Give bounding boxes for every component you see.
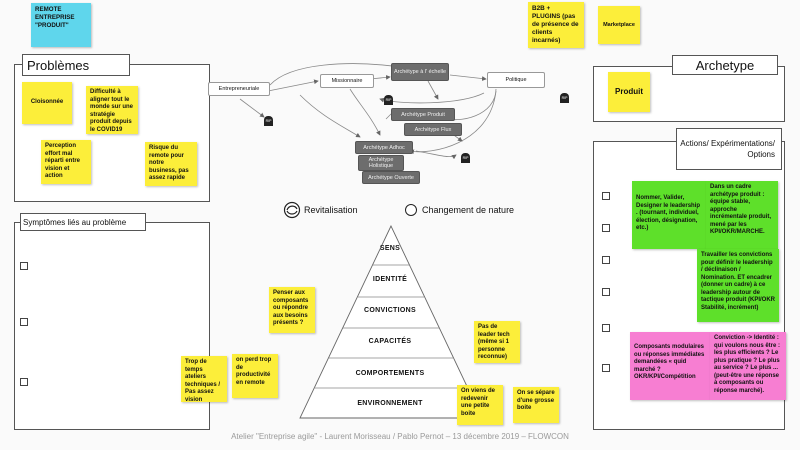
pyramid-note-productivite: on perd trop de productivité en remote: [232, 354, 278, 398]
archetype-title: Archetype: [672, 55, 778, 75]
flow-node-entrepreneuriale: Entrepreneuriale: [208, 82, 270, 96]
pyramid-note-ateliers: Trop de temps ateliers techniques / Pas …: [181, 356, 227, 403]
action-checkbox-5[interactable]: [602, 324, 610, 332]
action-note-convictions: Travailler les convictions pour définir …: [697, 249, 779, 322]
action-checkbox-6[interactable]: [602, 364, 610, 372]
symptome-checkbox-2[interactable]: [20, 318, 28, 326]
pyramid-shape: [299, 224, 483, 419]
b2b-plugins-note: B2B + PLUGINS (pas de présence de client…: [528, 2, 584, 48]
pyramid-note-leader-tech: Pas de leader tech (même si 1 personne r…: [474, 321, 520, 363]
symptome-checkbox-3[interactable]: [20, 378, 28, 386]
pyramid-note-grosse-boite: On se sépare d'une grosse boite: [513, 387, 559, 423]
revitalisation-icon: [283, 201, 301, 219]
pyramid-note-petite-boite: On viens de redevenir une petite boite: [457, 385, 503, 425]
changement-nature-icon: [405, 204, 417, 216]
action-note-composants: Composants modulaires ou réponses immédi…: [630, 332, 710, 400]
action-note-leadership: Nommer, Valider, Designer le leadership …: [632, 181, 706, 249]
footer-credit: Atelier "Entreprise agile" - Laurent Mor…: [231, 432, 569, 441]
problemes-title: Problèmes: [22, 54, 130, 76]
action-checkbox-3[interactable]: [602, 256, 610, 264]
flow-node-flux: Archétype Flux: [404, 123, 462, 136]
symptomes-panel: [14, 222, 210, 430]
flow-node-missionnaire: Missionnaire: [320, 74, 374, 88]
pyramid-level-identite: IDENTITÉ: [372, 276, 408, 283]
flow-node-adhoc: Archétype Adhoc: [355, 141, 413, 154]
marketplace-note: Marketplace: [598, 6, 640, 44]
pyramid-level-convictions: CONVICTIONS: [364, 307, 416, 314]
pyramid-level-sens: SENS: [379, 245, 401, 252]
flow-node-produit: Archétype Produit: [391, 108, 455, 121]
problem-note-alignement: Difficulté à aligner tout le monde sur u…: [86, 86, 138, 134]
problem-note-perception: Perception effort mal réparti entre visi…: [41, 140, 91, 184]
problem-note-cloisonnee: Cloisonnée: [22, 82, 72, 124]
archetype-produit-note: Produit: [608, 72, 650, 112]
actions-title: Actions/ Expérimentations/ Options: [676, 128, 782, 170]
action-checkbox-1[interactable]: [602, 192, 610, 200]
problem-note-risque-remote: Risque du remote pour notre business, pa…: [145, 142, 197, 186]
rip-tombstone-icon: RIP: [384, 95, 393, 105]
symptome-checkbox-1[interactable]: [20, 262, 28, 270]
flow-node-holistique: Archétype Holistique: [358, 155, 404, 171]
flow-node-echelle: Archétype à l' échelle: [391, 63, 449, 81]
action-note-conviction-identite: Conviction -> Identité : qui voulons nou…: [710, 332, 786, 400]
pyramid-note-composants: Penser aux composants ou répondre aux be…: [269, 287, 315, 333]
flow-node-ouverte: Archétype Ouverte: [362, 171, 420, 184]
rip-tombstone-icon: RIP: [461, 153, 470, 163]
action-checkbox-4[interactable]: [602, 288, 610, 296]
action-note-cadre-produit: Dans un cadre archétype produit : équipe…: [706, 181, 778, 249]
pyramid-level-capacites: CAPACITÉS: [368, 338, 412, 345]
action-checkbox-2[interactable]: [602, 224, 610, 232]
pyramid-level-comportements: COMPORTEMENTS: [355, 370, 425, 377]
rip-tombstone-icon: RIP: [560, 93, 569, 103]
legend-changement-nature: Changement de nature: [422, 205, 515, 215]
legend-revitalisation: Revitalisation: [304, 205, 358, 215]
remote-entreprise-note: REMOTE ENTREPRISE "PRODUIT": [31, 3, 91, 47]
rip-tombstone-icon: RIP: [264, 116, 273, 126]
symptomes-title: Symptômes liés au problème: [20, 213, 146, 231]
pyramid-level-environnement: ENVIRONNEMENT: [357, 400, 423, 407]
flow-node-politique: Politique: [487, 72, 545, 88]
